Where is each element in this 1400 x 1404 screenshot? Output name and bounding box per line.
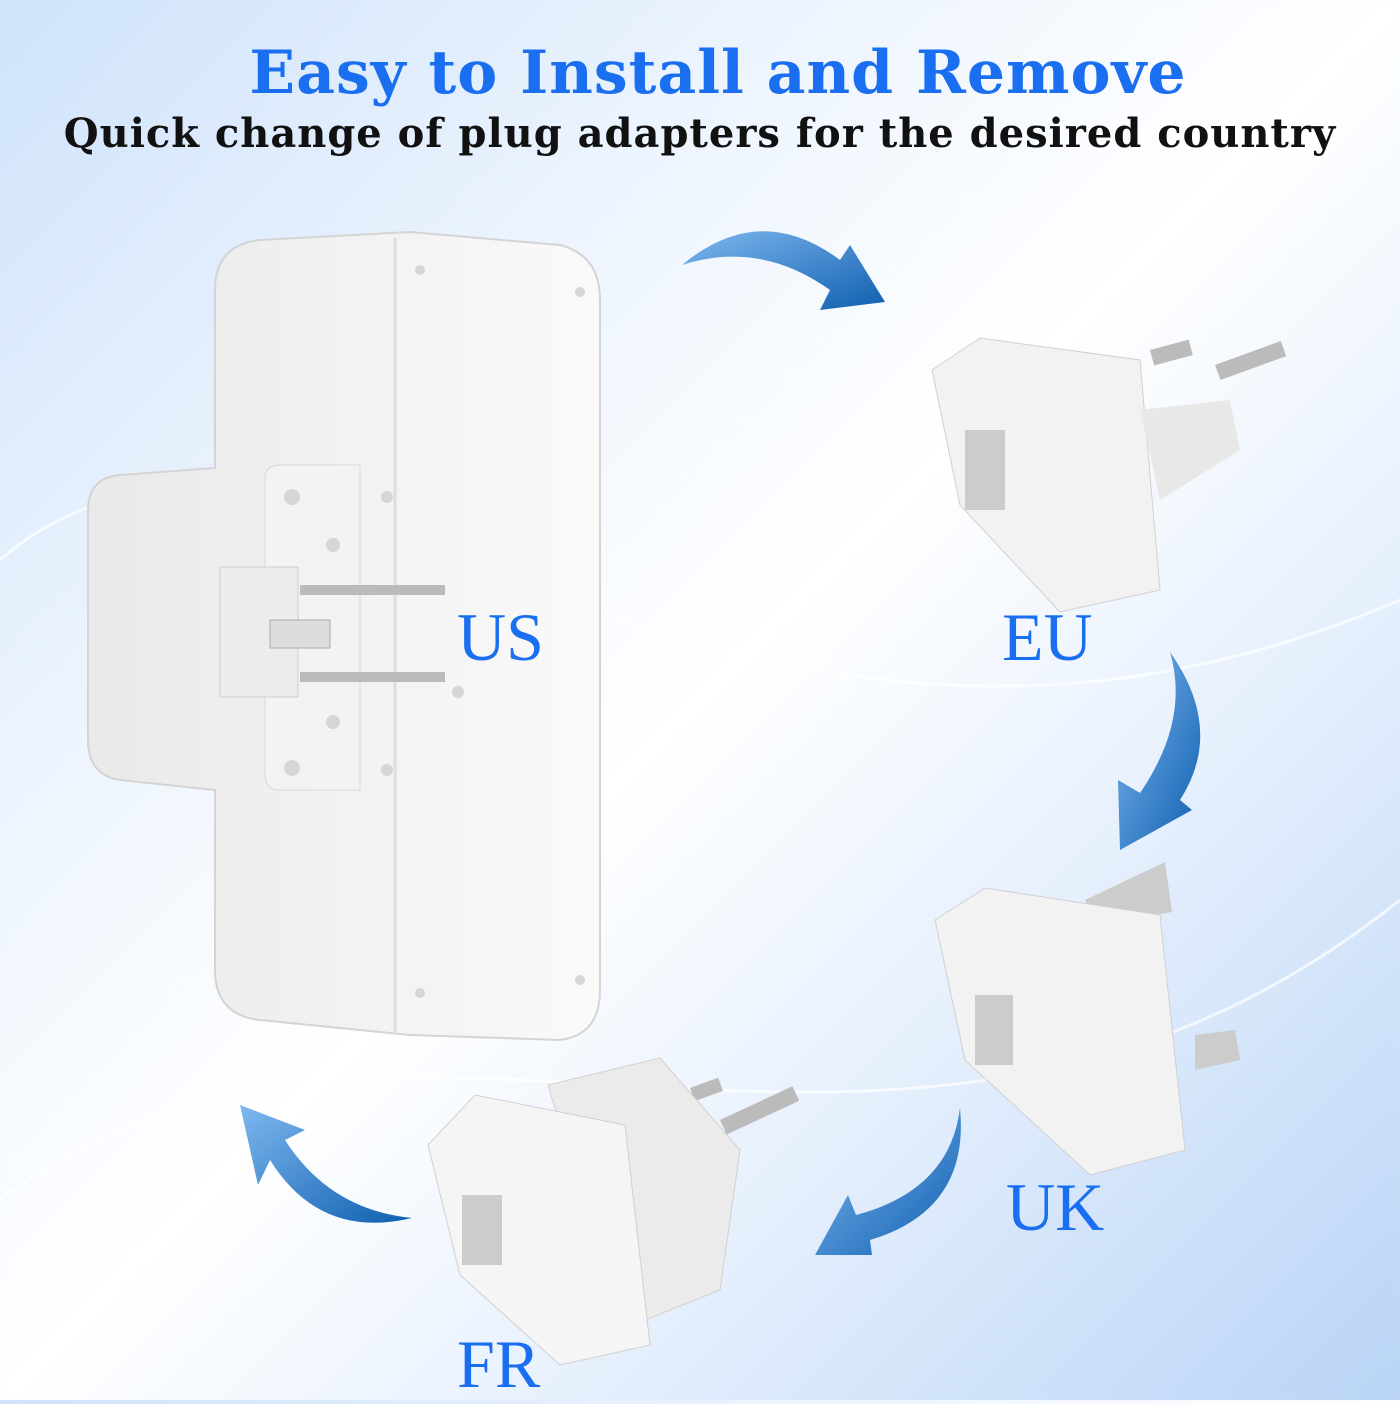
uk-adapter <box>934 862 1240 1176</box>
label-fr: FR <box>457 1326 541 1402</box>
rotation-arrows <box>240 231 1201 1255</box>
arrow-eu-to-uk-icon <box>1118 652 1201 850</box>
arrow-uk-to-fr-icon <box>815 1108 961 1255</box>
fr-adapter <box>427 1057 800 1366</box>
label-us: US <box>457 599 544 675</box>
arrow-us-to-eu-icon <box>682 231 885 310</box>
eu-adapter <box>931 337 1287 613</box>
page-subtitle: Quick change of plug adapters for the de… <box>63 110 1337 157</box>
page-title: Easy to Install and Remove <box>249 38 1187 108</box>
label-uk: UK <box>1006 1169 1105 1245</box>
us-adapter-main-unit <box>87 230 601 1042</box>
arrow-fr-to-us-icon <box>240 1105 412 1223</box>
label-eu: EU <box>1002 599 1093 675</box>
